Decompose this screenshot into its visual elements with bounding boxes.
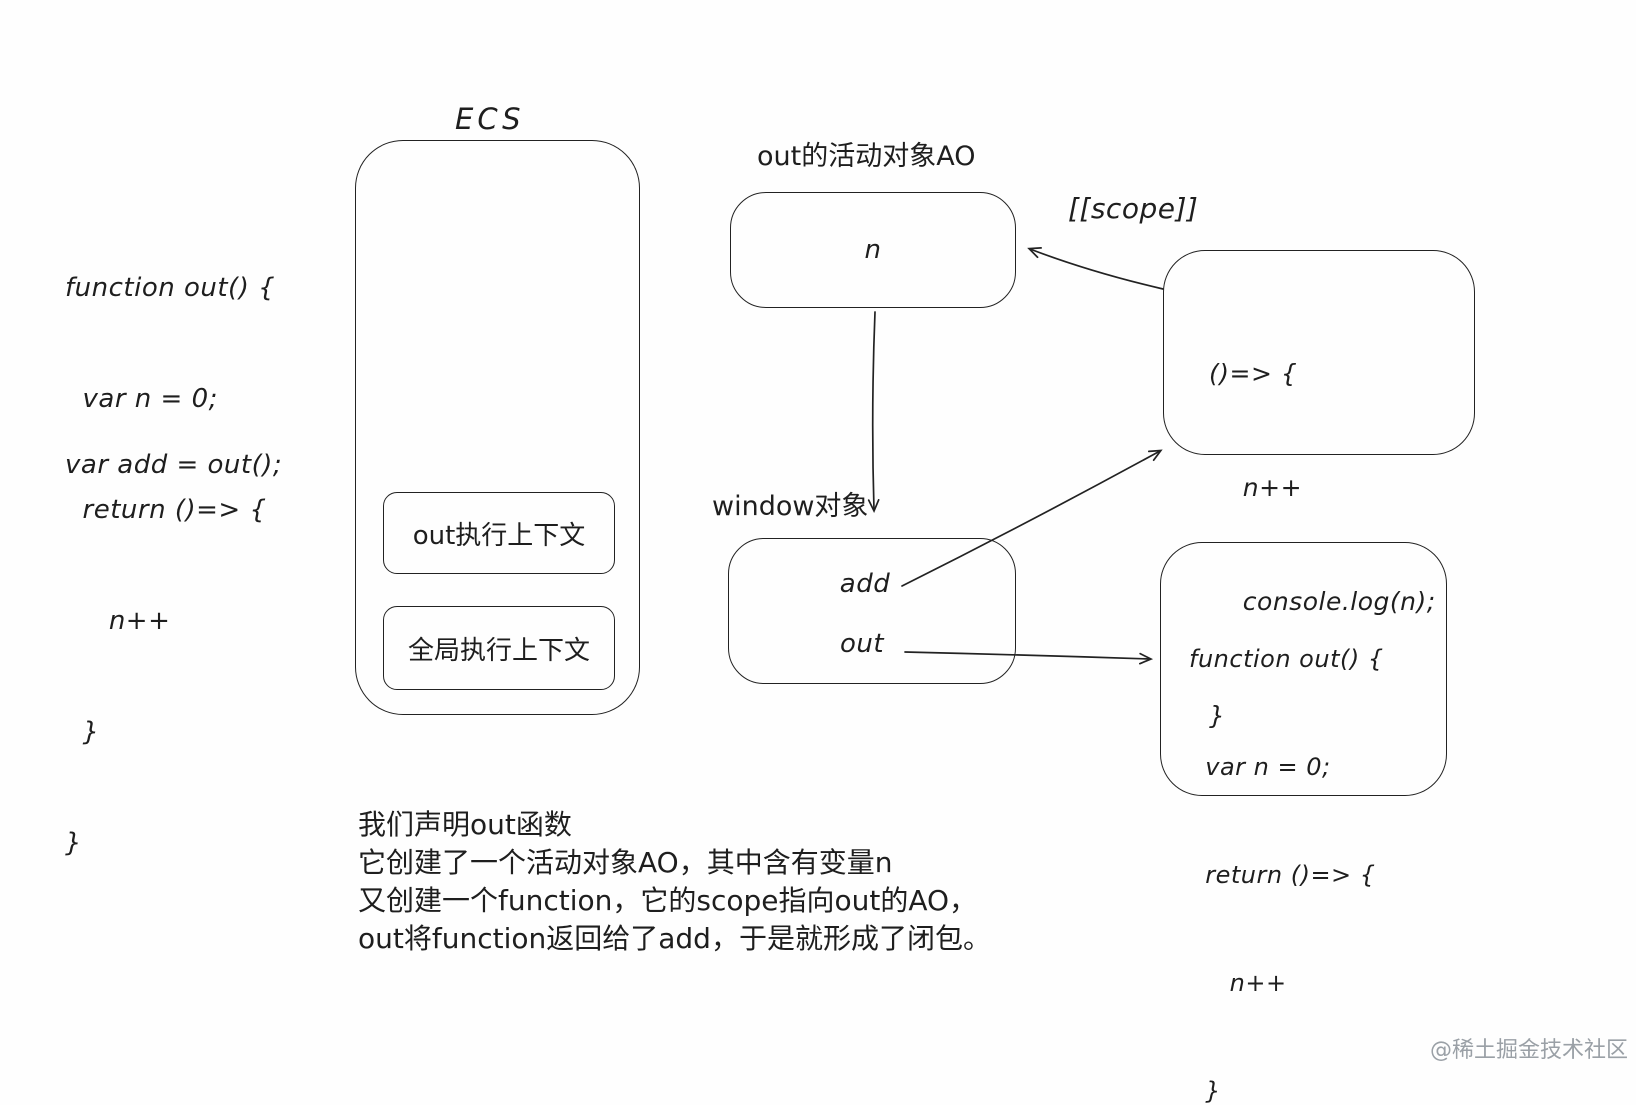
window-out-entry: out	[839, 629, 885, 659]
left-code-block: function out() { var n = 0; return ()=> …	[65, 196, 275, 936]
window-object-box: add out	[728, 538, 1016, 684]
out-execution-context-label: out执行上下文	[412, 520, 586, 551]
code-line: }	[65, 717, 100, 747]
code-line: return ()=> {	[1189, 861, 1376, 889]
caption-line: out将function返回给了add，于是就形成了闭包。	[358, 922, 991, 955]
caption: 我们声明out函数 它创建了一个活动对象AO，其中含有变量n 又创建一个func…	[358, 806, 991, 958]
function-out-box: function out() { var n = 0; return ()=> …	[1160, 542, 1447, 1105]
code-line: function out() {	[1189, 645, 1384, 673]
arrow-function-code: ()=> { n++ console.log(n); }	[1164, 251, 1474, 811]
watermark: @稀土掘金技术社区	[1429, 1038, 1628, 1063]
global-execution-context-box: 全局执行上下文	[383, 606, 615, 690]
scope-label: [[scope]]	[1068, 192, 1199, 225]
code-line: }	[1189, 1077, 1222, 1105]
ecs-label: ECS	[455, 102, 525, 136]
function-out-code: function out() { var n = 0; return ()=> …	[1161, 543, 1446, 1105]
arrow-ao-to-window	[867, 311, 880, 514]
code-line: ()=> {	[1209, 359, 1298, 388]
arrow-function-box: ()=> { n++ console.log(n); }	[1163, 250, 1475, 730]
code-line: var n = 0;	[1189, 753, 1331, 781]
ao-box: n	[730, 192, 1016, 308]
caption-line: 又创建一个function，它的scope指向out的AO，	[358, 884, 978, 917]
code-line: console.log(n);	[1209, 587, 1436, 616]
left-code-call-line: var add = out();	[65, 450, 283, 480]
window-add-entry: add	[839, 569, 891, 599]
ecs-container	[355, 140, 640, 715]
code-line: var n = 0;	[65, 384, 218, 414]
ao-title: out的活动对象AO	[757, 141, 976, 172]
caption-line: 我们声明out函数	[358, 808, 572, 841]
code-line: n++	[1209, 473, 1303, 502]
code-line: n++	[65, 606, 171, 636]
code-line: }	[65, 828, 83, 858]
global-execution-context-label: 全局执行上下文	[407, 635, 590, 666]
code-line: }	[1209, 701, 1226, 730]
ao-variable-n: n	[864, 235, 882, 265]
arrow-scope-to-ao	[1027, 247, 1164, 290]
out-execution-context-box: out执行上下文	[383, 492, 615, 574]
code-line: n++	[1189, 969, 1287, 997]
code-line: return ()=> {	[65, 495, 267, 525]
window-object-title: window对象	[712, 491, 869, 522]
caption-line: 它创建了一个活动对象AO，其中含有变量n	[358, 846, 893, 879]
code-line: function out() {	[65, 273, 276, 303]
